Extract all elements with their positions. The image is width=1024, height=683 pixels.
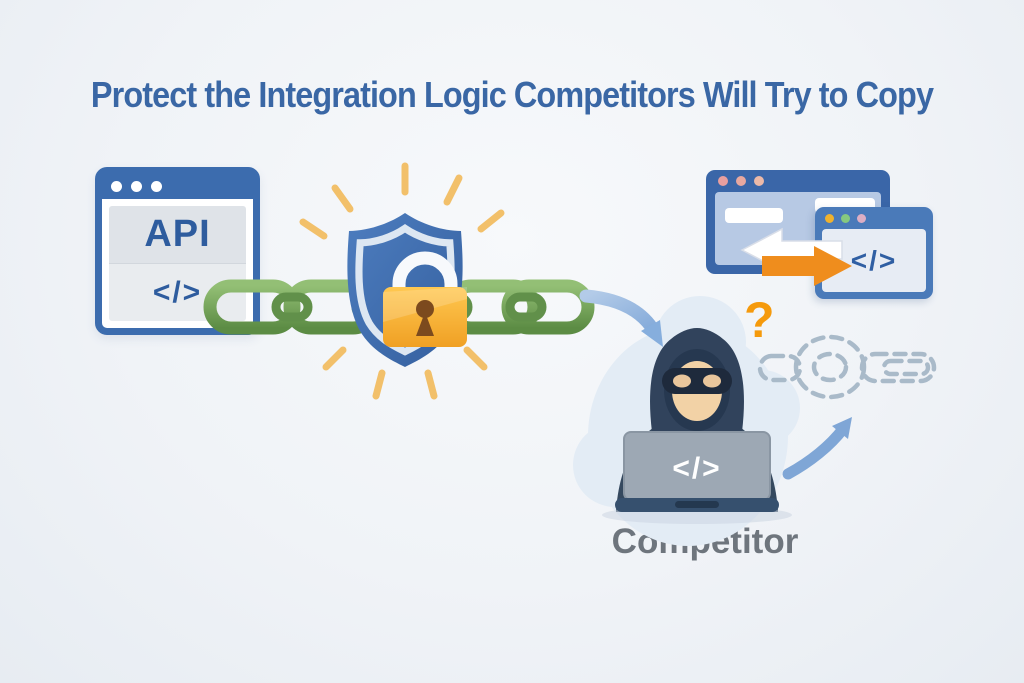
code-icon: </> xyxy=(152,275,203,309)
escape-arrow-icon xyxy=(782,417,852,480)
window-dot-icon xyxy=(857,213,866,223)
competitor-front-window: </> xyxy=(815,207,933,299)
question-mark-icon: ? xyxy=(744,292,775,348)
window-titlebar xyxy=(706,170,890,192)
lock-icon xyxy=(383,251,467,347)
sync-arrow-right-icon xyxy=(762,246,852,286)
window-dot-icon xyxy=(736,176,746,186)
api-window-content: API </> xyxy=(109,206,246,321)
window-titlebar xyxy=(815,207,933,229)
laptop-icon xyxy=(602,431,792,524)
window-dot-icon xyxy=(825,213,834,223)
exchange-arrows xyxy=(740,227,852,286)
window-dot-icon xyxy=(131,181,142,192)
laptop-code-icon: </> xyxy=(672,452,721,485)
api-code-panel: </> xyxy=(109,263,246,321)
api-browser-window: API </> xyxy=(95,167,260,335)
window-dot-icon xyxy=(841,213,850,223)
placeholder-bar xyxy=(725,208,783,223)
sun-rays-icon xyxy=(299,162,505,400)
flow-arrow-icon xyxy=(579,289,663,347)
window-dot-icon xyxy=(151,181,162,192)
api-label-panel: API xyxy=(109,206,246,263)
broken-chain-icon xyxy=(757,334,937,400)
mask-icon xyxy=(662,368,732,394)
lock-shackle-icon xyxy=(392,251,458,307)
window-titlebar xyxy=(102,174,253,199)
window-dot-icon xyxy=(718,176,728,186)
api-label: API xyxy=(144,213,211,255)
code-icon: </> xyxy=(850,244,898,276)
page-title: Protect the Integration Logic Competitor… xyxy=(90,74,934,115)
window-dot-icon xyxy=(754,176,764,186)
keyhole-icon xyxy=(416,300,434,318)
window-dot-icon xyxy=(111,181,122,192)
